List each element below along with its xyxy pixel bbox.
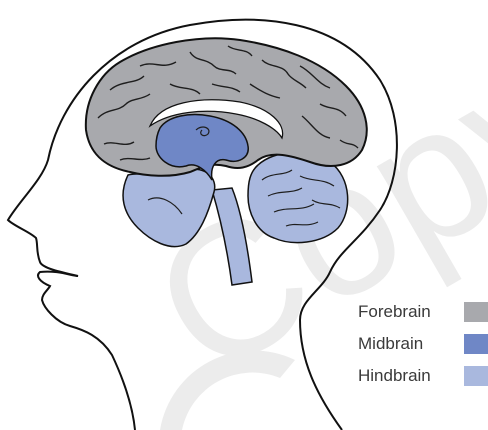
legend-swatch-forebrain (464, 302, 488, 322)
legend-swatch-midbrain (464, 334, 488, 354)
legend-swatch-hindbrain (464, 366, 488, 386)
legend-label-midbrain: Midbrain (358, 334, 423, 354)
legend-label-hindbrain: Hindbrain (358, 366, 431, 386)
legend-label-forebrain: Forebrain (358, 302, 431, 322)
